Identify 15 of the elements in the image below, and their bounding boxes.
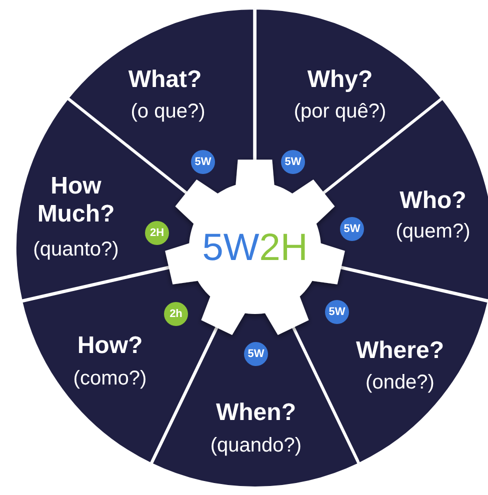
question-title: When? [216,399,296,427]
question-translation: (por quê?) [294,100,386,124]
question-title: How? [77,332,143,360]
question-title: What? [128,66,202,94]
question-title: Where? [356,337,444,365]
question-translation: (quem?) [396,220,470,244]
center-title: 5W2H [202,226,308,270]
question-translation: (quando?) [210,434,302,458]
question-title: Who? [400,187,466,215]
question-title: Why? [307,66,373,94]
question-translation: (o que?) [130,100,206,124]
question-translation: (quanto?) [33,238,119,262]
question-title: How Much? [36,172,116,228]
question-translation: (como?) [73,368,147,390]
question-translation: (onde?) [366,372,434,394]
